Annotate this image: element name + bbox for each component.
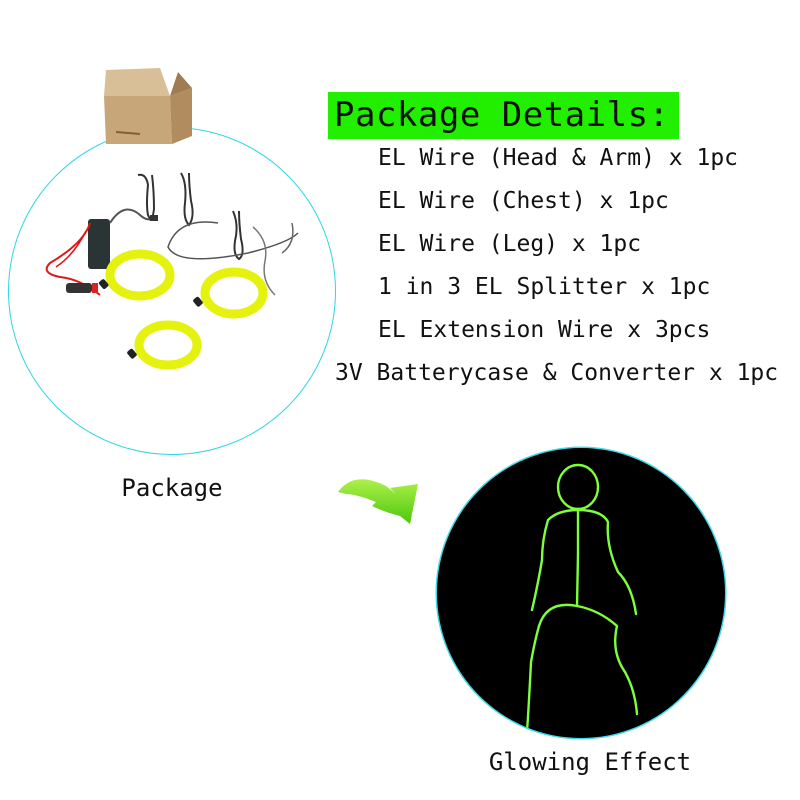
detail-item: EL Wire (Leg) x 1pc	[378, 231, 642, 257]
glowing-effect-image	[437, 448, 725, 738]
detail-item: EL Extension Wire x 3pcs	[378, 317, 711, 343]
detail-item: EL Wire (Chest) x 1pc	[378, 188, 669, 214]
cardboard-box-icon	[104, 68, 192, 144]
battery-converter-icon	[45, 208, 158, 296]
green-curved-arrow-icon	[338, 479, 418, 524]
package-contents-image	[45, 172, 299, 370]
wire-bundles-icon	[137, 172, 299, 296]
stick-figure-glow-icon	[525, 463, 639, 734]
glowing-effect-label: Glowing Effect	[488, 748, 692, 776]
detail-item: 1 in 3 EL Splitter x 1pc	[378, 274, 711, 300]
detail-item: 3V Batterycase & Converter x 1pc	[335, 360, 779, 386]
package-contents-circle	[8, 127, 336, 455]
detail-item: EL Wire (Head & Arm) x 1pc	[378, 145, 739, 171]
package-label: Package	[121, 474, 223, 502]
package-details-title: Package Details:	[328, 92, 679, 139]
el-wire-coils-icon	[105, 249, 268, 370]
